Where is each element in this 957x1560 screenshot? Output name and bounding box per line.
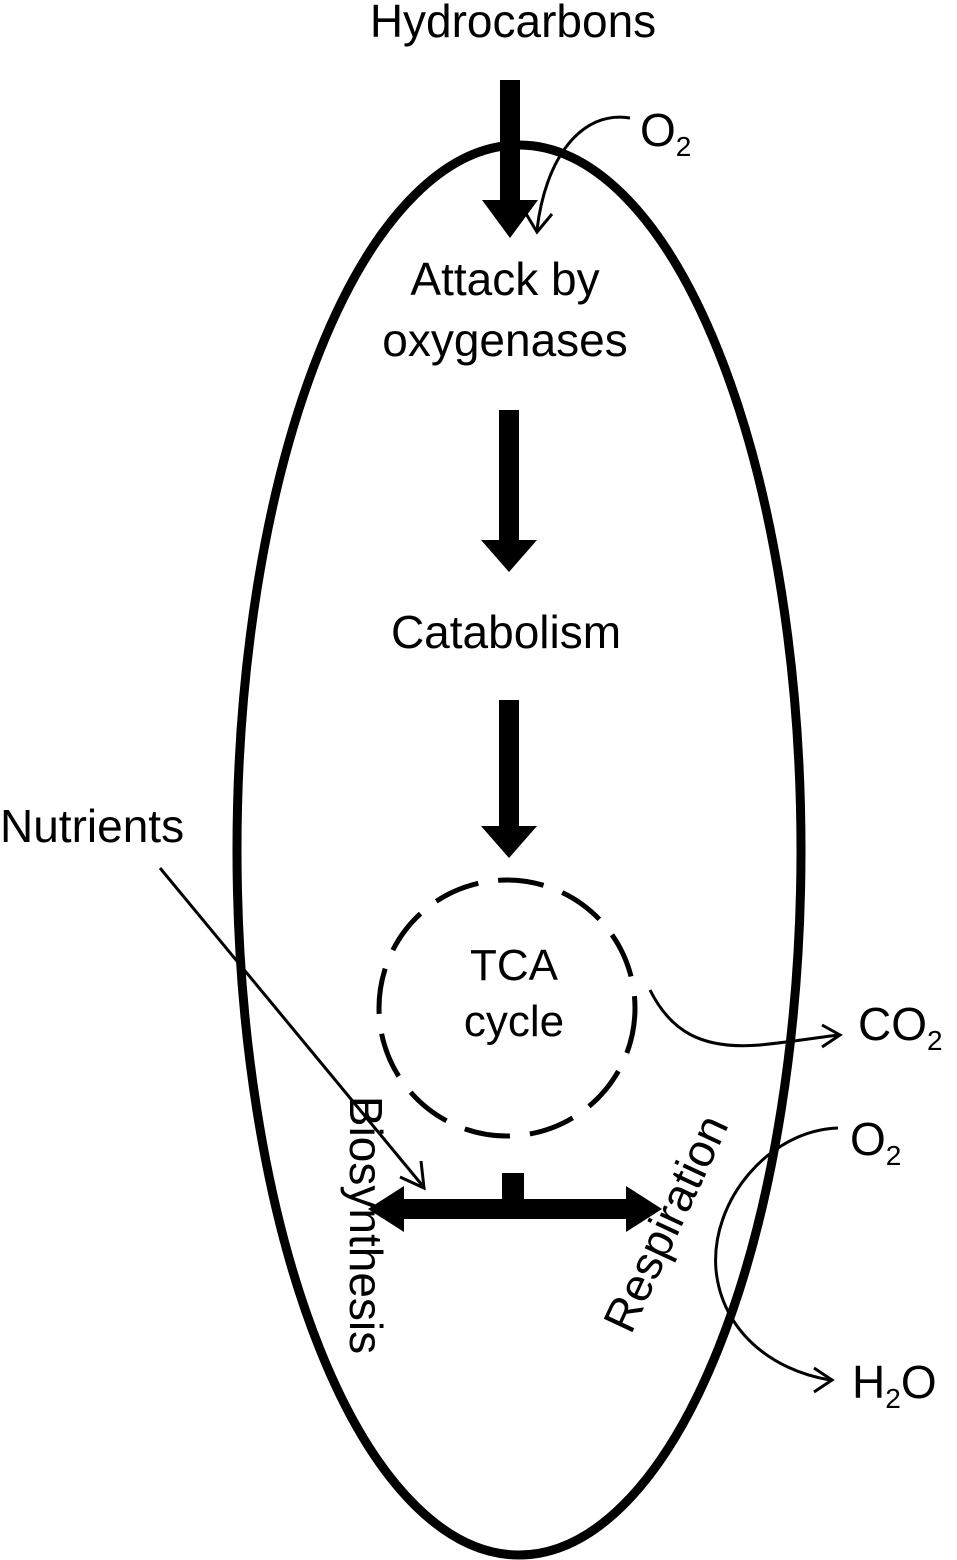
tca-cycle-circle (376, 877, 638, 1139)
catabolism-label: Catabolism (391, 606, 621, 658)
tca-label-line2: cycle (464, 997, 564, 1046)
attack-label-line2: oxygenases (382, 314, 628, 366)
respiration-label: Respiration (593, 1107, 738, 1340)
co2-curved-arrow (648, 989, 839, 1048)
o2-top-curved-arrow (535, 115, 631, 231)
biosynthesis-label: Biosynthesis (340, 1096, 392, 1354)
nutrients-label: Nutrients (0, 800, 184, 852)
arrow-attack-to-catabolism (481, 410, 537, 572)
hydrocarbons-label: Hydrocarbons (370, 0, 656, 47)
tca-label-line1: TCA (470, 941, 559, 990)
arrow-catabolism-to-tca (481, 700, 537, 858)
co2-label: CO2 (858, 998, 943, 1056)
o2-to-h2o-curved-arrow (714, 1126, 839, 1382)
o2-right-label: O2 (850, 1113, 901, 1171)
nutrients-arrow (158, 867, 424, 1186)
arrow-hydrocarbons-to-attack (482, 80, 538, 238)
attack-label-line1: Attack by (410, 253, 599, 305)
h2o-label: H2O (852, 1356, 937, 1414)
o2-top-label: O2 (640, 104, 691, 162)
split-double-arrow (368, 1173, 662, 1232)
